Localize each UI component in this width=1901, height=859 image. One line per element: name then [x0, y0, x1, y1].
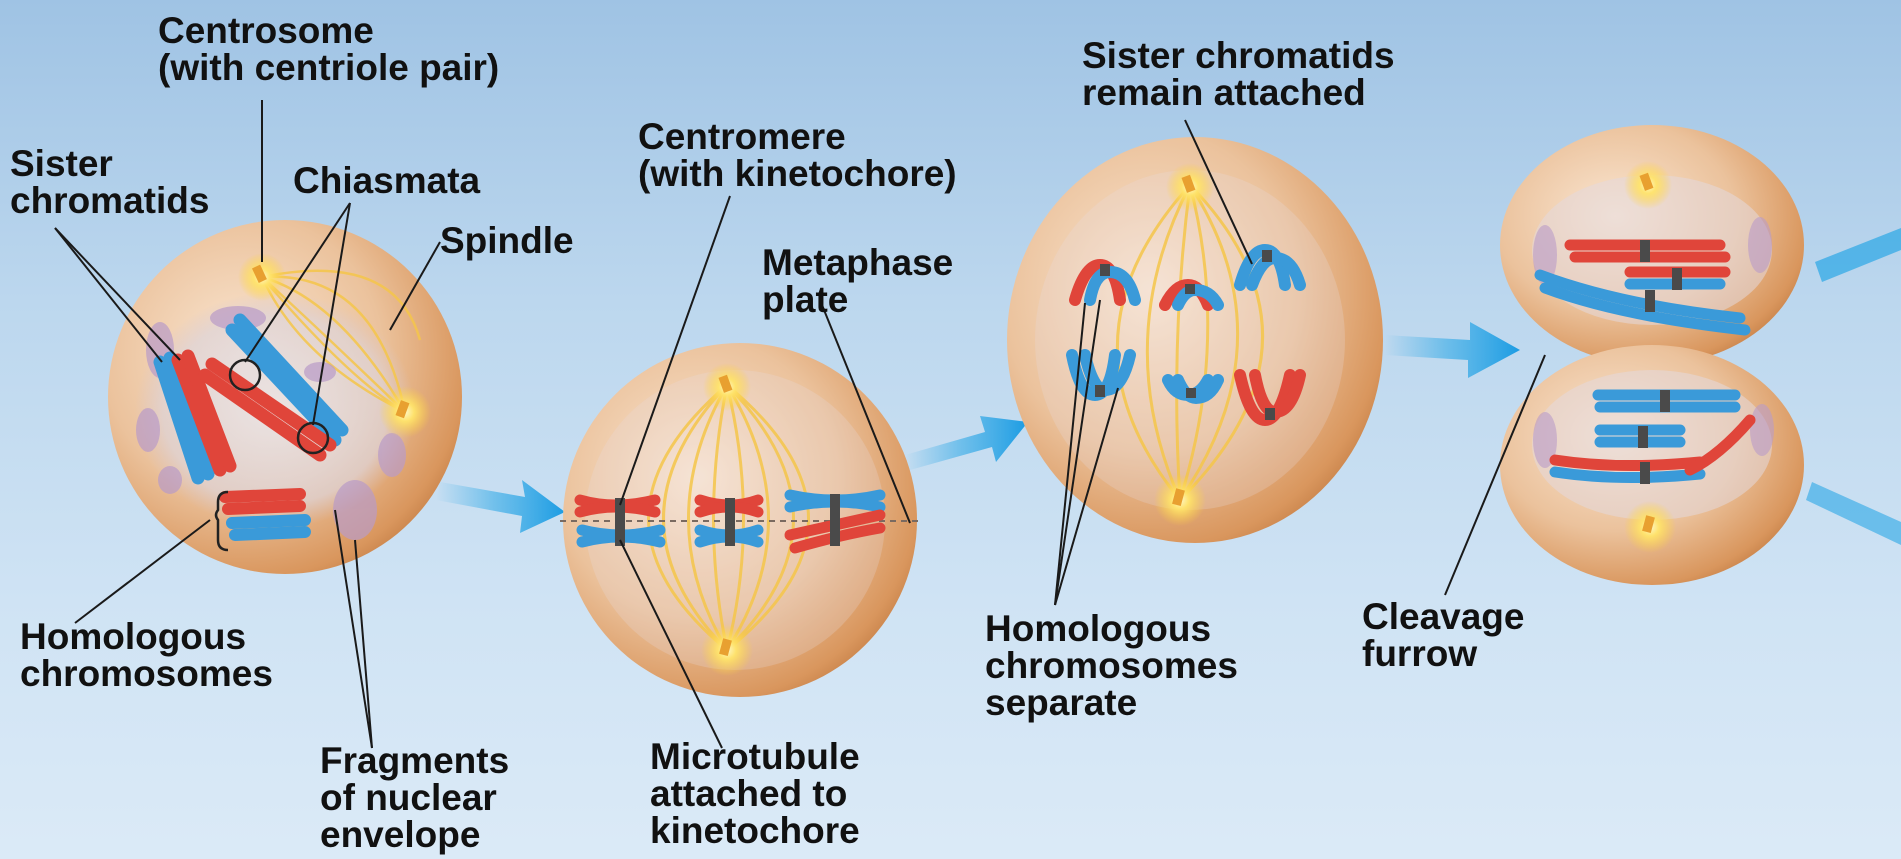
- cell-anaphase-1: [1007, 137, 1383, 543]
- centrosome-4b: [1624, 501, 1676, 553]
- label-chiasmata: Chiasmata: [293, 162, 480, 199]
- arrow-out-bottom: [1806, 482, 1901, 545]
- arrow-1: [436, 480, 565, 533]
- centrosome-2b: [701, 624, 753, 676]
- label-fragments-nuclear-envelope: Fragments of nuclear envelope: [320, 742, 509, 853]
- label-spindle: Spindle: [440, 222, 574, 259]
- centrosome-3a: [1166, 163, 1214, 211]
- label-microtubule-attached: Microtubule attached to kinetochore: [650, 738, 860, 849]
- label-centromere: Centromere (with kinetochore): [638, 118, 957, 192]
- arrow-3: [1385, 322, 1520, 378]
- label-centrosome: Centrosome (with centriole pair): [158, 12, 499, 86]
- label-homologous-chromosomes: Homologous chromosomes: [20, 618, 273, 692]
- cell-metaphase-1: [560, 343, 920, 697]
- label-cleavage-furrow: Cleavage furrow: [1362, 598, 1525, 672]
- arrow-2: [905, 416, 1028, 470]
- arrow-out-top: [1815, 228, 1901, 282]
- tetrads-metaphase: [580, 494, 880, 548]
- label-sister-chromatids-remain: Sister chromatids remain attached: [1082, 37, 1395, 111]
- centrosome-3b: [1154, 474, 1206, 526]
- centrosome-4a: [1624, 161, 1672, 209]
- label-metaphase-plate: Metaphase plate: [762, 244, 953, 318]
- label-homologous-separate: Homologous chromosomes separate: [985, 610, 1238, 721]
- centrosome-2a: [703, 363, 751, 411]
- centrosome-1b: [379, 386, 431, 438]
- cell-telophase-1: [1500, 125, 1804, 585]
- cell-prophase-1: [108, 220, 462, 574]
- label-sister-chromatids: Sister chromatids: [10, 145, 209, 219]
